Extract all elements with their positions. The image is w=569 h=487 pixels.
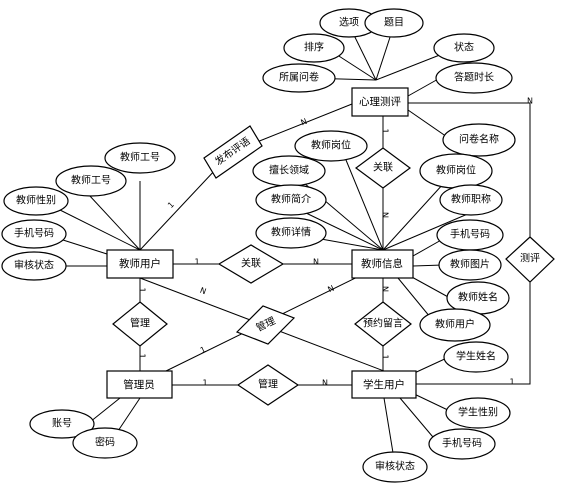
attribute-questionnaire-name: 问卷名称	[442, 123, 516, 157]
attribute-question-label: 题目	[384, 17, 404, 29]
attribute-option-label: 选项	[339, 16, 359, 29]
attribute-info-title-label: 教师职称	[451, 193, 491, 206]
attribute-teacher-audit-label: 审核状态	[14, 259, 54, 272]
attribute-teacher-jobno-2-label: 教师工号	[71, 174, 111, 187]
entity-student-user-label: 学生用户	[363, 378, 405, 391]
attribute-student-phone: 手机号码	[428, 428, 496, 460]
relationship-assoc-mid: 关联	[217, 244, 285, 284]
attribute-info-user-label: 教师用户	[435, 318, 475, 331]
attribute-questionnaire: 所属问卷	[262, 63, 336, 93]
attribute-info-details-label: 教师详情	[271, 226, 311, 239]
entity-teacher-user: 教师用户	[106, 249, 174, 279]
card-manage-admin: 1	[138, 353, 147, 358]
attribute-info-intro: 教师简介	[255, 184, 327, 216]
card-publish-teacher: 1	[166, 200, 176, 210]
attribute-admin-account: 账号	[29, 409, 95, 439]
attribute-info-details: 教师详情	[255, 217, 327, 249]
card-cross-admin: 1	[199, 345, 207, 355]
attribute-info-name: 教师姓名	[446, 281, 510, 315]
attribute-teacher-jobno-1: 教师工号	[104, 142, 176, 174]
attribute-info-user: 教师用户	[419, 308, 491, 342]
attribute-student-name-label: 学生姓名	[456, 350, 496, 363]
relationship-manage-bottom-label: 管理	[258, 378, 278, 391]
card-teacher-manage: 1	[138, 287, 147, 292]
attribute-info-title: 教师职称	[439, 184, 503, 216]
attribute-teacher-audit: 审核状态	[1, 251, 67, 281]
attribute-admin-password: 密码	[72, 427, 138, 459]
attribute-teacher-phone-label: 手机号码	[14, 227, 54, 240]
entity-admin: 管理员	[106, 370, 173, 399]
relationship-reservation: 预约留言	[354, 301, 412, 347]
attribute-info-position-2-label: 教师岗位	[436, 164, 476, 177]
card-test-publish: N	[300, 117, 309, 128]
relationship-reservation-label: 预约留言	[363, 317, 403, 330]
attribute-admin-account-label: 账号	[52, 418, 72, 430]
relationship-assoc-top: 关联	[354, 147, 412, 189]
attribute-student-gender-label: 学生性别	[458, 406, 498, 419]
attribute-student-phone-label: 手机号码	[442, 437, 482, 450]
attribute-order: 排序	[283, 33, 345, 63]
attribute-status-label: 状态	[454, 41, 474, 54]
attribute-teacher-jobno-1-label: 教师工号	[120, 151, 160, 164]
card-teacher-assoc: 1	[194, 258, 199, 267]
attribute-student-gender: 学生性别	[445, 397, 511, 429]
attribute-info-phone: 手机号码	[436, 219, 504, 251]
attribute-info-expertise-label: 擅长领域	[269, 164, 309, 177]
attribute-teacher-gender-label: 教师性别	[16, 194, 56, 207]
relationship-assoc-mid-label: 关联	[241, 257, 261, 270]
attribute-info-photo: 教师图片	[438, 249, 502, 281]
attribute-teacher-jobno-2: 教师工号	[55, 165, 127, 197]
relationship-manage-left-label: 管理	[130, 317, 150, 330]
relationship-test: 测评	[505, 236, 555, 283]
card-manage-student: N	[322, 379, 328, 388]
card-assoc-teacherinfo: N	[313, 258, 319, 267]
entity-psych-test-label: 心理测评	[359, 95, 401, 108]
relationship-manage-left: 管理	[112, 301, 168, 347]
attribute-questionnaire-name-label: 问卷名称	[459, 133, 499, 146]
attribute-info-photo-label: 教师图片	[450, 258, 490, 271]
entity-teacher-user-label: 教师用户	[119, 257, 161, 270]
attribute-info-position-1: 教师岗位	[294, 130, 368, 162]
card-assoc-info: N	[381, 212, 390, 218]
entity-teacher-info: 教师信息	[351, 249, 414, 279]
attribute-order-label: 排序	[304, 41, 324, 54]
entity-student-user: 学生用户	[351, 370, 417, 399]
attribute-info-name-label: 教师姓名	[458, 291, 498, 304]
attribute-duration: 答题时长	[435, 62, 513, 94]
relationship-test-label: 测评	[520, 252, 540, 265]
card-teacher-cross: N	[199, 286, 208, 297]
card-test-test: N	[527, 97, 533, 106]
attribute-student-name: 学生姓名	[443, 341, 509, 373]
card-reservation-student: 1	[381, 354, 390, 359]
entity-teacher-info-label: 教师信息	[361, 257, 403, 270]
entity-psych-test: 心理测评	[351, 87, 409, 117]
attribute-questionnaire-label: 所属问卷	[279, 71, 319, 84]
attribute-info-intro-label: 教师简介	[271, 193, 311, 206]
relationship-assoc-top-label: 关联	[373, 161, 393, 174]
attribute-info-expertise: 擅长领域	[252, 155, 326, 187]
card-info-cross: N	[326, 284, 335, 295]
attribute-student-audit-label: 审核状态	[375, 460, 415, 473]
attribute-teacher-phone: 手机号码	[1, 219, 67, 249]
card-test-student: 1	[509, 378, 514, 387]
attribute-teacher-gender: 教师性别	[3, 186, 69, 216]
attribute-duration-label: 答题时长	[454, 71, 494, 84]
entity-admin-label: 管理员	[123, 378, 155, 391]
attribute-student-audit: 审核状态	[362, 451, 428, 483]
attribute-admin-password-label: 密码	[95, 436, 115, 449]
attribute-question: 题目	[364, 8, 424, 38]
attribute-info-phone-label: 手机号码	[450, 228, 490, 241]
relationship-manage-cross: 管理	[235, 305, 296, 345]
attribute-info-position-2: 教师岗位	[419, 153, 493, 189]
attribute-status: 状态	[433, 33, 495, 63]
card-info-reservation: N	[381, 286, 390, 292]
card-admin-manage: 1	[202, 379, 207, 388]
relationship-manage-bottom: 管理	[236, 364, 300, 406]
attribute-info-position-1-label: 教师岗位	[311, 139, 351, 152]
attribute-option: 选项	[319, 8, 379, 38]
cardinality-labels: N 1 1 N 1 N 1 1 N 1 N N 1 1 N N 1	[138, 97, 534, 388]
card-test-assoc: 1	[381, 128, 390, 133]
